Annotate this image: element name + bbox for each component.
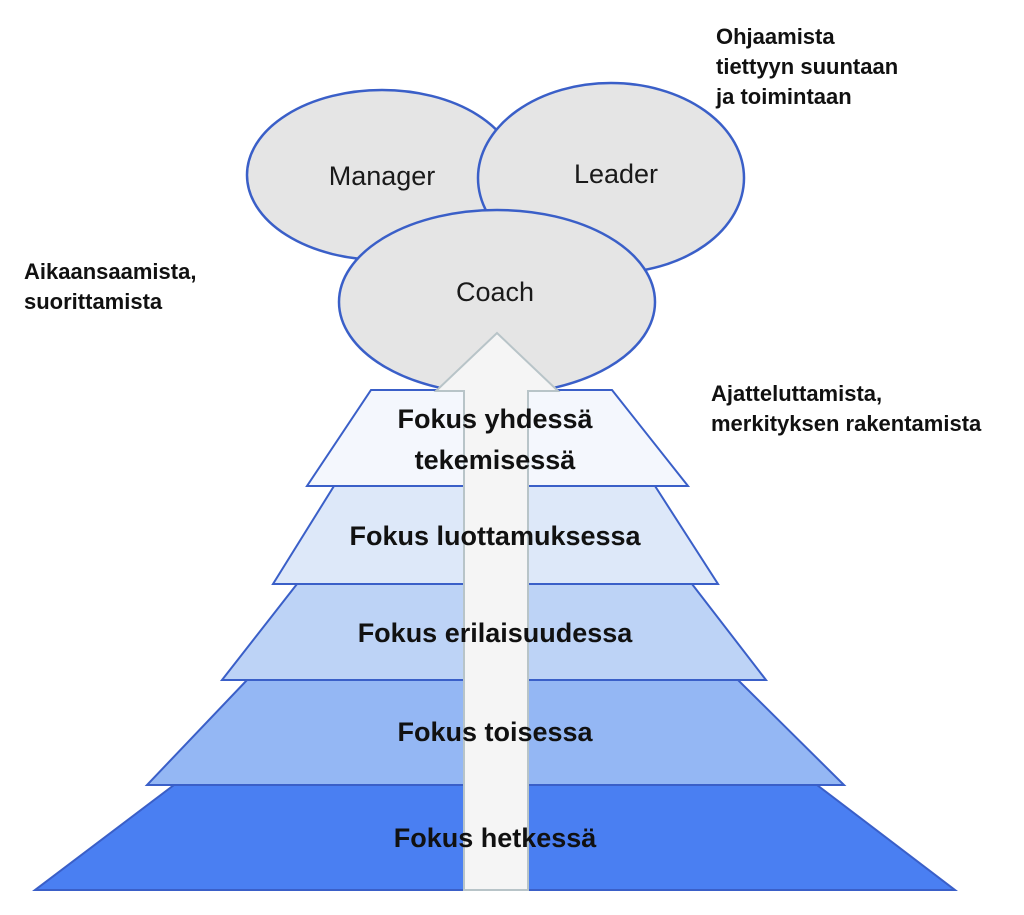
leader-note-line-3: ja toimintaan xyxy=(715,84,852,109)
manager-label: Manager xyxy=(329,161,436,191)
role-ovals: Manager Leader Coach xyxy=(245,81,746,396)
manager-note-line-2: suorittamista xyxy=(24,289,163,314)
coach-note-line-1: Ajatteluttamista, xyxy=(711,381,882,406)
coach-note-line-2: merkityksen rakentamista xyxy=(711,411,982,436)
leader-note-line-2: tiettyyn suuntaan xyxy=(716,54,898,79)
pyramid-layer-2-label: Fokus luottamuksessa xyxy=(349,521,641,551)
manager-note: Aikaansaamista, suorittamista xyxy=(24,259,203,314)
pyramid-layer-4-label: Fokus toisessa xyxy=(397,717,593,747)
leader-note-line-1: Ohjaamista xyxy=(716,24,835,49)
pyramid-layer-1-label-line-1: Fokus yhdessä xyxy=(397,404,593,434)
pyramid-layer-3-label: Fokus erilaisuudessa xyxy=(358,618,634,648)
coach-label: Coach xyxy=(456,277,534,307)
upward-arrow xyxy=(433,331,561,891)
manager-note-line-1: Aikaansaamista, xyxy=(24,259,196,284)
leader-note: Ohjaamista tiettyyn suuntaan ja toiminta… xyxy=(715,24,904,109)
pyramid-layer-1-label-line-2: tekemisessä xyxy=(415,445,577,475)
coach-note: Ajatteluttamista, merkityksen rakentamis… xyxy=(711,381,982,436)
leader-label: Leader xyxy=(574,159,658,189)
pyramid-layer-5-label: Fokus hetkessä xyxy=(394,823,598,853)
